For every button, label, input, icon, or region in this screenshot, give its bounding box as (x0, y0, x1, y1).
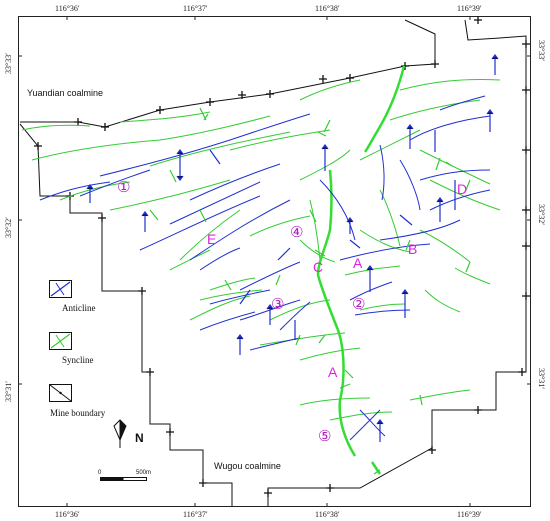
legend-syncline-symbol (49, 332, 72, 350)
zone-label-a-upper: A (353, 255, 363, 271)
north-label: N (135, 431, 144, 445)
zone-label-a-lower: A (328, 364, 338, 380)
coord-bottom-4: 116°39′ (457, 510, 482, 519)
coord-bottom-1: 116°36′ (55, 510, 80, 519)
legend-mine-boundary-symbol (49, 384, 72, 402)
scale-start-label: 0 (98, 470, 102, 476)
legend: Anticline Syncline Mine boundary (49, 280, 106, 418)
coord-right-1: 33°33′ (537, 40, 546, 61)
coord-top-1: 116°36′ (55, 4, 80, 13)
map-frame (18, 16, 531, 507)
frame-ticks (18, 16, 531, 507)
scale-bar (100, 477, 147, 481)
coord-top-4: 116°39′ (457, 4, 482, 13)
coord-right-3: 33°31′ (537, 368, 546, 389)
scale-end-label: 500m (136, 470, 151, 476)
coord-right-2: 33°32′ (537, 204, 546, 225)
legend-syncline-label: Syncline (62, 355, 94, 365)
number-label-4: ④ (290, 223, 303, 241)
coord-left-1: 33°33′ (4, 53, 13, 74)
zone-label-d: D (457, 181, 467, 197)
fold-symbols-blue (86, 54, 499, 442)
coord-top-2: 116°37′ (183, 4, 208, 13)
coord-top-3: 116°38′ (315, 4, 340, 13)
zone-label-b: B (408, 241, 417, 257)
number-label-2: ② (352, 295, 365, 313)
number-label-3: ③ (271, 295, 284, 313)
mine-label-north: Yuandian coalmine (27, 88, 103, 98)
zone-label-c: C (313, 259, 323, 275)
main-syncline (316, 65, 406, 475)
mine-label-south: Wugou coalmine (214, 461, 281, 471)
number-label-1: ① (117, 178, 130, 196)
legend-anticline-symbol (49, 280, 72, 298)
fold-symbols-green (149, 107, 471, 475)
zone-label-e: E (207, 231, 216, 247)
coord-bottom-2: 116°37′ (183, 510, 208, 519)
coord-left-2: 33°32′ (4, 217, 13, 238)
legend-mine-boundary-label: Mine boundary (50, 408, 106, 418)
anticline-traces (39, 95, 491, 441)
coord-left-3: 33°31′ (4, 381, 13, 402)
legend-anticline-label: Anticline (62, 303, 96, 313)
coord-bottom-3: 116°38′ (315, 510, 340, 519)
north-arrow-icon (113, 419, 127, 448)
number-label-5: ⑤ (318, 427, 331, 445)
